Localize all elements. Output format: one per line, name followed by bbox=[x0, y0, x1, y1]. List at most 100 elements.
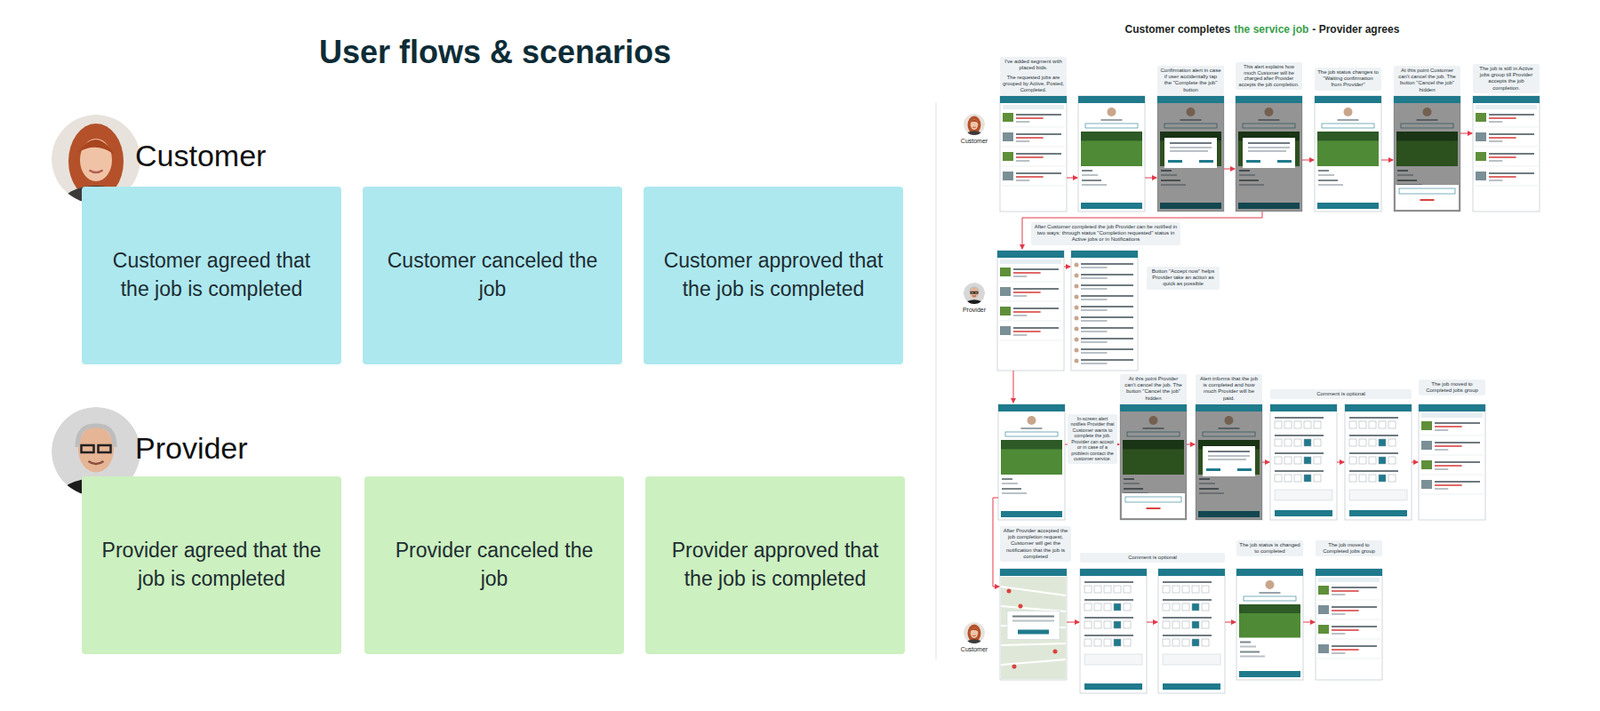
screen-dot bbox=[1074, 305, 1080, 311]
phone-screen bbox=[1235, 96, 1303, 212]
screen-divider bbox=[999, 340, 1063, 342]
rating-square bbox=[1274, 439, 1282, 447]
alert-action bbox=[1237, 468, 1252, 472]
screen-status bbox=[1488, 136, 1517, 139]
screen-line bbox=[1331, 632, 1345, 635]
rating-square bbox=[1201, 639, 1209, 647]
screen-primary-button bbox=[1349, 510, 1408, 517]
screen-line bbox=[1169, 150, 1208, 152]
screen-frame bbox=[1078, 96, 1145, 212]
screen-frame bbox=[1000, 96, 1067, 212]
annotation-note: The job is still in Active jobs group ti… bbox=[1472, 64, 1540, 94]
flow-arrow bbox=[1224, 168, 1235, 170]
screen-lawn-photo bbox=[1080, 131, 1143, 167]
flow-arrow bbox=[1302, 160, 1314, 161]
screen-line bbox=[1488, 140, 1503, 143]
screen-avatar bbox=[1265, 580, 1275, 590]
rating-square bbox=[1284, 456, 1292, 464]
screen-header bbox=[1195, 404, 1263, 412]
screen-line bbox=[1240, 651, 1260, 654]
screen-line bbox=[1001, 488, 1022, 490]
rating-square bbox=[1182, 639, 1190, 647]
rating-square bbox=[1094, 639, 1102, 647]
screen-frame bbox=[1418, 404, 1486, 520]
screen-divider bbox=[1474, 127, 1538, 128]
comment-field bbox=[1274, 489, 1333, 501]
screen-thumb bbox=[1421, 440, 1432, 450]
rating-square bbox=[1084, 621, 1092, 629]
screen-line bbox=[1080, 352, 1108, 354]
screen-line bbox=[1013, 288, 1059, 290]
rating-square bbox=[1182, 621, 1190, 629]
rating-square bbox=[1294, 474, 1302, 482]
screen-line bbox=[1080, 348, 1134, 351]
screen-primary-button bbox=[1317, 202, 1379, 209]
screen-line bbox=[1001, 482, 1018, 485]
rating-square bbox=[1388, 474, 1396, 482]
screen-dot bbox=[1074, 327, 1080, 332]
screen-line bbox=[1101, 119, 1123, 121]
screen-divider bbox=[1317, 619, 1381, 621]
annotation-note: Comment is optional bbox=[1270, 389, 1412, 400]
flow-arrow bbox=[992, 497, 1000, 587]
alert-action bbox=[1168, 160, 1183, 163]
screen-button bbox=[1005, 432, 1058, 437]
screen-line bbox=[1016, 140, 1030, 143]
screen-line bbox=[1488, 113, 1535, 116]
phone-screen bbox=[1236, 568, 1304, 680]
screen-header bbox=[1000, 568, 1067, 576]
screen-trees bbox=[1239, 604, 1301, 614]
screen-line bbox=[1248, 146, 1290, 149]
screen-status bbox=[1013, 330, 1041, 333]
rating-square bbox=[1368, 474, 1376, 482]
screen-overlay bbox=[1393, 103, 1461, 212]
screen-line bbox=[1488, 172, 1535, 175]
screen-header bbox=[1393, 96, 1461, 104]
rating-square bbox=[1094, 621, 1102, 629]
rating-square bbox=[1378, 456, 1386, 464]
avatar-glasses bbox=[81, 445, 95, 453]
rating-square bbox=[1349, 456, 1357, 464]
rating-square bbox=[1378, 439, 1386, 447]
screen-line bbox=[1349, 434, 1399, 437]
screen-frame bbox=[1157, 96, 1224, 212]
rating-square bbox=[1313, 439, 1321, 447]
screen-line bbox=[1318, 174, 1335, 176]
screen-line bbox=[1488, 160, 1503, 162]
rating-square bbox=[1388, 421, 1396, 429]
rating-square bbox=[1162, 621, 1170, 629]
screen-line bbox=[1318, 169, 1329, 172]
screen-frame bbox=[1315, 568, 1383, 680]
annotation-note: Comment is optional bbox=[1080, 552, 1225, 563]
screen-line bbox=[1021, 427, 1043, 430]
screen-frame bbox=[1236, 568, 1304, 680]
screen-status bbox=[1434, 445, 1463, 448]
phone-screen bbox=[1344, 404, 1412, 520]
screen-line bbox=[1080, 341, 1108, 344]
rating-square bbox=[1192, 585, 1200, 593]
screen-line bbox=[1012, 620, 1055, 623]
screen-dot bbox=[1074, 348, 1080, 353]
screen-header bbox=[1235, 96, 1303, 104]
screen-line bbox=[1080, 288, 1108, 290]
flow-arrow bbox=[1262, 462, 1270, 464]
avatar-photo bbox=[963, 113, 985, 141]
screen-header bbox=[1236, 568, 1304, 576]
rating-square bbox=[1104, 621, 1112, 629]
avatar-mouth bbox=[88, 461, 104, 464]
screen-frame bbox=[1158, 568, 1225, 694]
screen-line bbox=[1080, 362, 1108, 365]
screen-avatar bbox=[1344, 107, 1353, 117]
screen-frame bbox=[1195, 404, 1263, 520]
screen-line bbox=[1080, 337, 1134, 340]
flow-arrow bbox=[1411, 462, 1418, 464]
diagram-title: User flows & scenarios bbox=[210, 33, 780, 72]
screen-line bbox=[1016, 133, 1062, 136]
screen-line bbox=[1016, 120, 1030, 123]
rating-square bbox=[1284, 421, 1292, 429]
screen-line bbox=[1434, 461, 1480, 464]
screen-line bbox=[1080, 277, 1108, 280]
screen-primary-button bbox=[1162, 683, 1221, 690]
screen-divider bbox=[1001, 185, 1065, 187]
screen-thumb bbox=[1318, 644, 1329, 654]
